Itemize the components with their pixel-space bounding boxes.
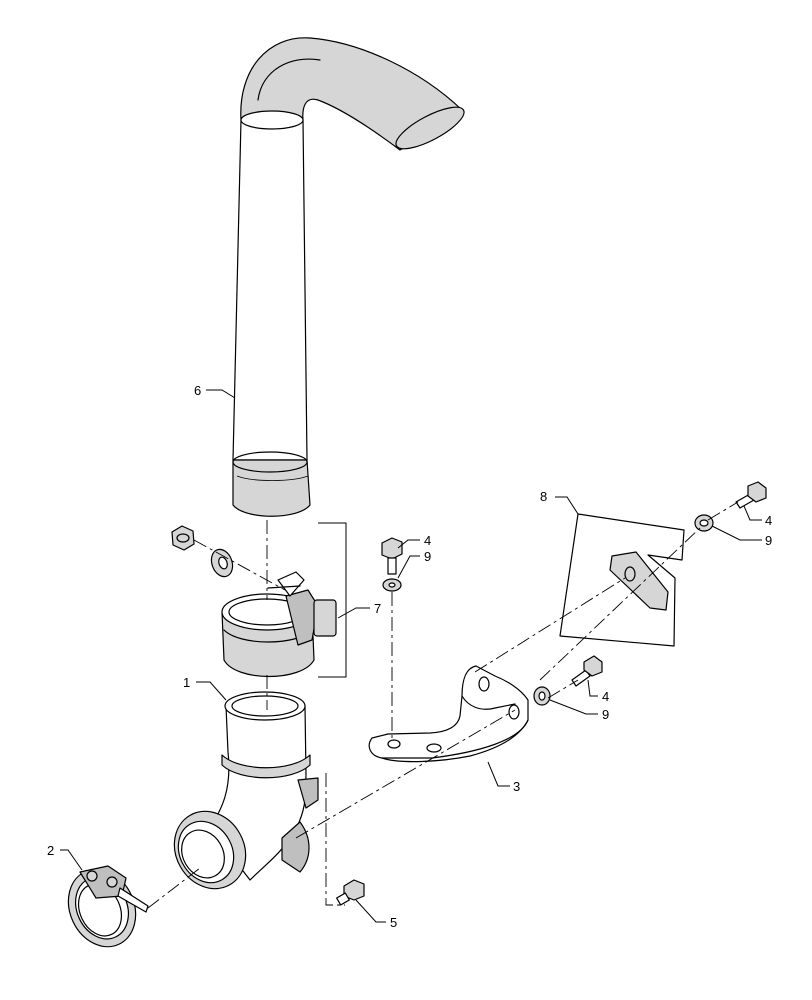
hex-bolt-lower-right bbox=[571, 655, 603, 687]
hex-bolt-lower bbox=[336, 879, 365, 906]
clamp-group-bracket bbox=[318, 522, 347, 678]
callout-4-upper-right: 4 bbox=[765, 513, 772, 528]
callout-1: 1 bbox=[183, 675, 190, 690]
callout-6: 6 bbox=[194, 383, 201, 398]
flat-washer-clamp bbox=[210, 548, 234, 578]
washer-upper-right bbox=[694, 514, 714, 532]
callout-9-center: 9 bbox=[424, 549, 431, 564]
washer-lower-right bbox=[533, 686, 551, 706]
callout-9-lower-right: 9 bbox=[602, 707, 609, 722]
callout-9-upper-right: 9 bbox=[765, 533, 772, 548]
callout-3: 3 bbox=[513, 779, 520, 794]
assembly-centerlines bbox=[147, 501, 739, 909]
elbow-pipe bbox=[173, 691, 319, 890]
hex-bolt-upper-right bbox=[735, 481, 767, 509]
callout-4-center: 4 bbox=[424, 533, 431, 548]
callout-4-lower-right: 4 bbox=[602, 689, 609, 704]
callout-8: 8 bbox=[540, 489, 547, 504]
callout-2: 2 bbox=[47, 843, 54, 858]
clamp-assembly bbox=[221, 571, 337, 677]
mounting-bracket bbox=[368, 665, 529, 763]
hex-nut bbox=[171, 525, 195, 551]
callout-5: 5 bbox=[390, 915, 397, 930]
exhaust-stack-pipe bbox=[232, 37, 465, 517]
callout-7: 7 bbox=[374, 601, 381, 616]
leader-lines bbox=[60, 389, 762, 923]
band-clamp bbox=[67, 865, 149, 948]
hex-bolt-center bbox=[381, 537, 403, 575]
heat-shield-plate bbox=[559, 513, 685, 647]
washer-center bbox=[382, 578, 402, 592]
